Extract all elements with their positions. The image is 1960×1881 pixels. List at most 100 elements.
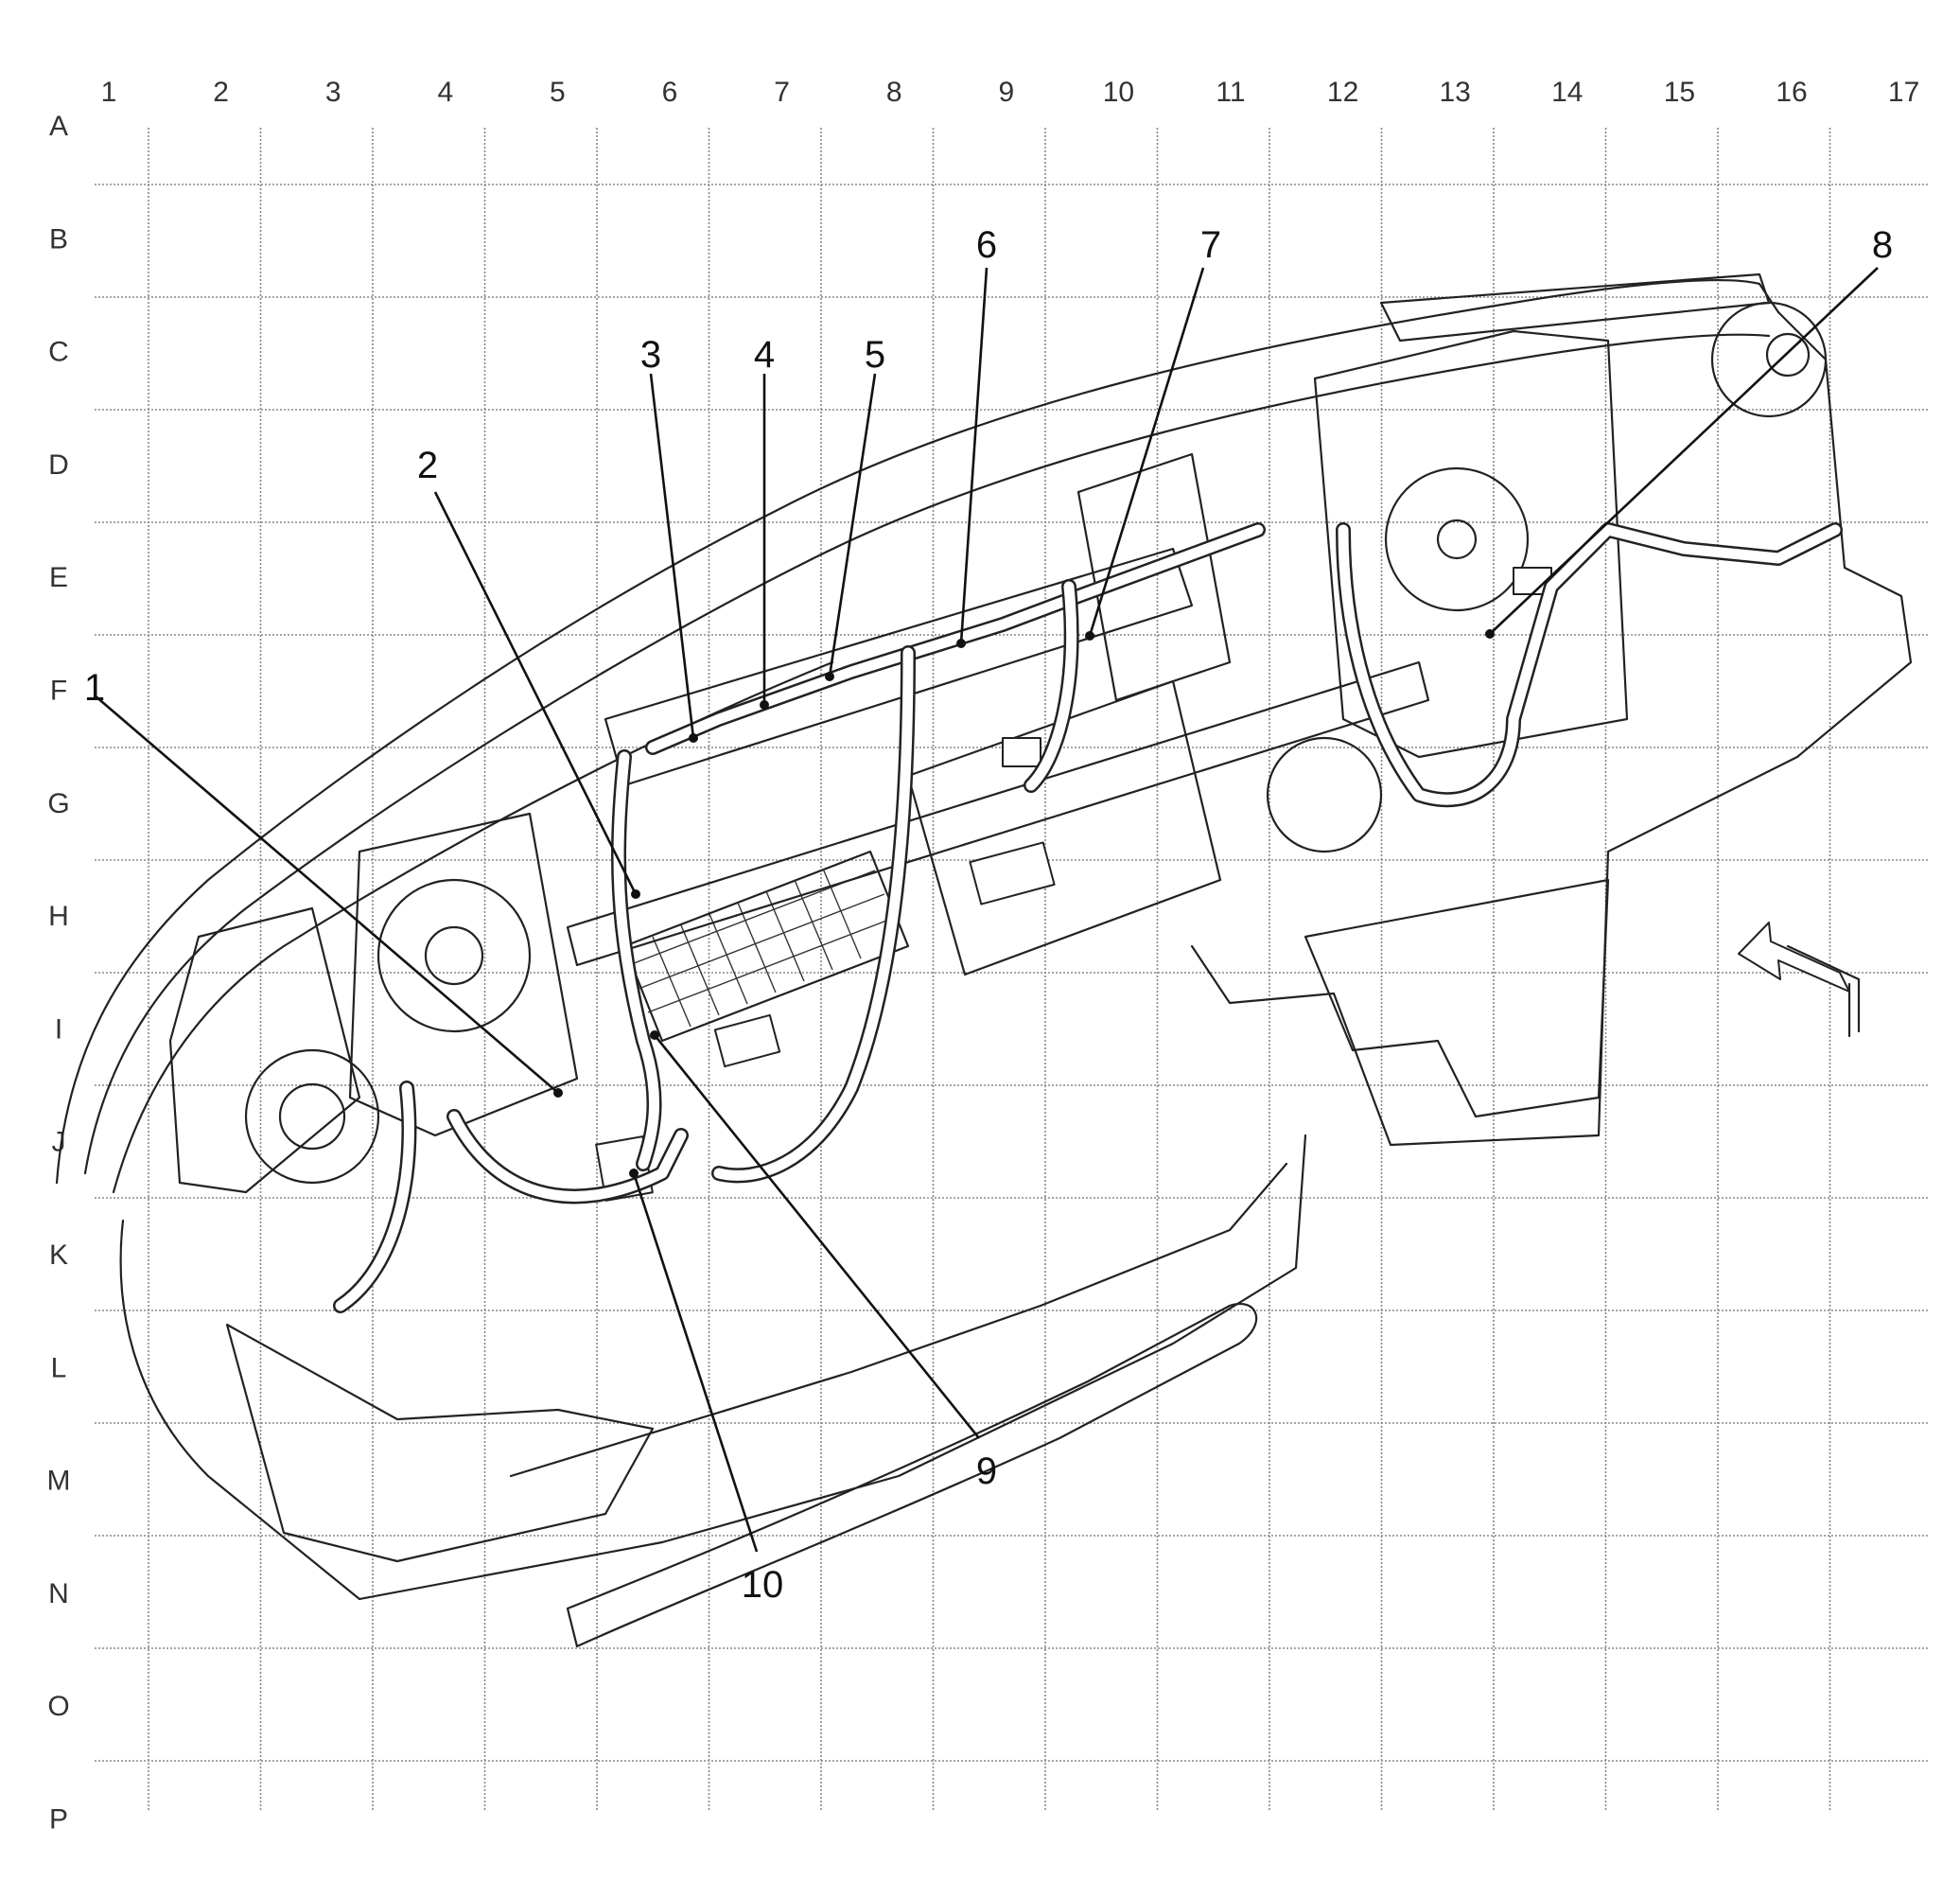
callout-5: 5 xyxy=(865,334,885,376)
wiring-harness xyxy=(333,522,1843,1313)
grid-row-label: P xyxy=(49,1804,68,1836)
grid-column-label: 4 xyxy=(437,77,453,108)
leader-8 xyxy=(1489,267,1879,635)
connector-block-d xyxy=(1002,737,1041,767)
grid-row-label: C xyxy=(48,337,69,368)
leader-4-dot xyxy=(760,700,769,710)
grid-column-label: 13 xyxy=(1440,77,1471,108)
leader-10 xyxy=(632,1172,759,1553)
right-panel-body xyxy=(1190,310,1913,1147)
leader-8-dot xyxy=(1485,629,1495,639)
callout-9: 9 xyxy=(976,1450,997,1492)
grid-row-label: N xyxy=(48,1578,69,1609)
grid-row-label: O xyxy=(47,1691,69,1722)
left-module-box xyxy=(348,812,579,1137)
leader-3 xyxy=(649,373,695,739)
leader-2 xyxy=(433,491,638,895)
right-blower-box xyxy=(1313,329,1629,759)
callout-1: 1 xyxy=(84,667,105,709)
cross-car-beam xyxy=(566,660,1430,967)
grid-column-label: 14 xyxy=(1551,77,1583,108)
grid-row-label: M xyxy=(47,1466,71,1497)
grid-row-label: L xyxy=(51,1352,67,1383)
instrument-panel-drawing xyxy=(55,272,1913,1648)
leader-6 xyxy=(959,267,989,644)
callout-8: 8 xyxy=(1872,224,1893,266)
grid-column-label: 2 xyxy=(213,77,229,108)
callout-7: 7 xyxy=(1200,224,1221,266)
view-direction-arrow-icon xyxy=(1738,922,1861,1038)
grid-lines xyxy=(95,128,1930,1812)
grid-row-label: A xyxy=(49,111,68,142)
center-duct-grille xyxy=(622,850,910,1043)
right-blower-housing xyxy=(1384,466,1530,612)
callout-labels: 1 2 3 4 5 6 7 8 9 10 xyxy=(84,224,1893,1606)
right-vent-ring xyxy=(1710,301,1828,418)
grid-column-label: 9 xyxy=(998,77,1014,108)
grid-row-label: B xyxy=(49,223,68,255)
leader-7-dot xyxy=(1085,631,1094,641)
grid-column-label: 12 xyxy=(1327,77,1358,108)
grid-column-label: 7 xyxy=(774,77,790,108)
center-duct-grille-cells xyxy=(628,868,895,1028)
leader-5-dot xyxy=(825,672,834,681)
callout-6: 6 xyxy=(976,224,997,266)
callout-2: 2 xyxy=(417,445,438,486)
grid-row-label: F xyxy=(50,676,67,707)
lower-trim xyxy=(119,1134,1307,1601)
grid-column-label: 3 xyxy=(325,77,341,108)
callout-3: 3 xyxy=(640,334,661,376)
grid-row-label: E xyxy=(49,562,68,593)
windshield-edge xyxy=(1379,272,1771,343)
harness-right-loop xyxy=(1336,522,1843,808)
hvac-side-box xyxy=(1076,452,1232,702)
harness-loop-center xyxy=(711,645,916,1184)
left-blower-hub xyxy=(424,925,484,986)
dash-pad-outline xyxy=(55,279,1780,1185)
leader-3-dot xyxy=(689,733,698,743)
leader-5 xyxy=(828,373,877,677)
callout-leaders xyxy=(94,267,1879,1553)
knee-bolster xyxy=(225,1323,655,1563)
grid-column-label: 1 xyxy=(101,77,117,108)
grid-column-label: 11 xyxy=(1216,77,1245,108)
grid-column-label: 6 xyxy=(662,77,678,108)
connector-block-a xyxy=(713,1013,781,1068)
leader-10-dot xyxy=(629,1169,639,1178)
grid-row-label: D xyxy=(48,449,69,481)
center-stack-lower xyxy=(509,1162,1288,1478)
leader-7 xyxy=(1088,267,1205,637)
hvac-main-box xyxy=(906,679,1222,976)
grid-row-label: K xyxy=(49,1239,68,1271)
callout-10: 10 xyxy=(742,1564,784,1606)
grid-column-label: 10 xyxy=(1103,77,1134,108)
grid-column-label: 8 xyxy=(886,77,902,108)
leader-6-dot xyxy=(956,639,966,648)
right-blower-hub xyxy=(1436,519,1478,560)
grid-column-label: 16 xyxy=(1776,77,1807,108)
right-lower-bracket xyxy=(1304,878,1610,1118)
leader-1-dot xyxy=(553,1088,563,1098)
grid-row-label: H xyxy=(48,901,69,932)
dash-pad-inner-edge xyxy=(83,333,1771,1175)
dash-pad-lower-edge xyxy=(112,660,834,1194)
leader-9-dot xyxy=(650,1030,659,1040)
grid-column-label: 5 xyxy=(550,77,566,108)
connector-block-b xyxy=(969,841,1056,905)
right-vent-inner xyxy=(1765,332,1811,378)
left-vent-ring xyxy=(244,1048,380,1185)
grid-column-label: 15 xyxy=(1664,77,1695,108)
leader-9 xyxy=(653,1034,981,1439)
left-vent-inner xyxy=(278,1082,346,1151)
grid-column-label: 17 xyxy=(1888,77,1919,108)
floor-duct xyxy=(566,1303,1258,1648)
leader-2-dot xyxy=(631,889,640,899)
grid-row-label: G xyxy=(47,788,69,819)
left-end-panel xyxy=(168,906,361,1194)
right-lower-blower xyxy=(1266,736,1383,853)
leader-1 xyxy=(94,694,559,1094)
